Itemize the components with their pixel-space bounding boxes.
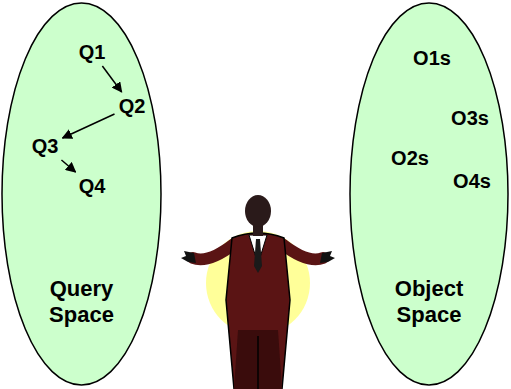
flow-arrow [63,114,115,138]
necktie [254,239,262,273]
region-ellipse [350,3,508,385]
leg-divide [257,336,259,389]
set-label: O2s [355,147,465,169]
set-label: O1s [397,47,467,69]
space-region: Q1Q2Q3Q4Query Space [1,2,162,386]
text-holder: O4s [442,170,502,192]
trousers [234,330,282,389]
left-arm [193,244,234,259]
query-label-text: Q3 [32,135,59,157]
text-holder: Query Space [1,276,162,329]
right-arm [282,244,323,259]
head [245,195,271,227]
set-label: O3s [440,107,500,129]
query-label-text: Q2 [119,95,146,117]
flow-arrow [61,160,75,172]
left-hand [181,251,196,263]
query-label: Q4 [76,173,109,199]
flow-arrow [102,66,121,92]
region-title: Object Space [384,276,474,329]
text-holder: O2s [355,147,465,169]
query-label-text: Q1 [79,41,106,63]
query-label: Q1 [76,39,109,65]
suit-jacket [226,233,290,389]
region-ellipse [2,3,161,385]
set-label: O4s [442,170,502,192]
space-region: O1sO2s O3sO4sObject Space [349,2,509,386]
text-holder: O1s [397,47,467,69]
query-label: Q2 [116,93,149,119]
text-holder: Object Space [349,276,509,329]
text-holder: O3s [440,107,500,129]
right-hand [320,251,335,263]
query-label-text: Q4 [79,175,106,197]
region-title: Query Space [37,276,127,329]
query-label: Q3 [29,133,62,159]
